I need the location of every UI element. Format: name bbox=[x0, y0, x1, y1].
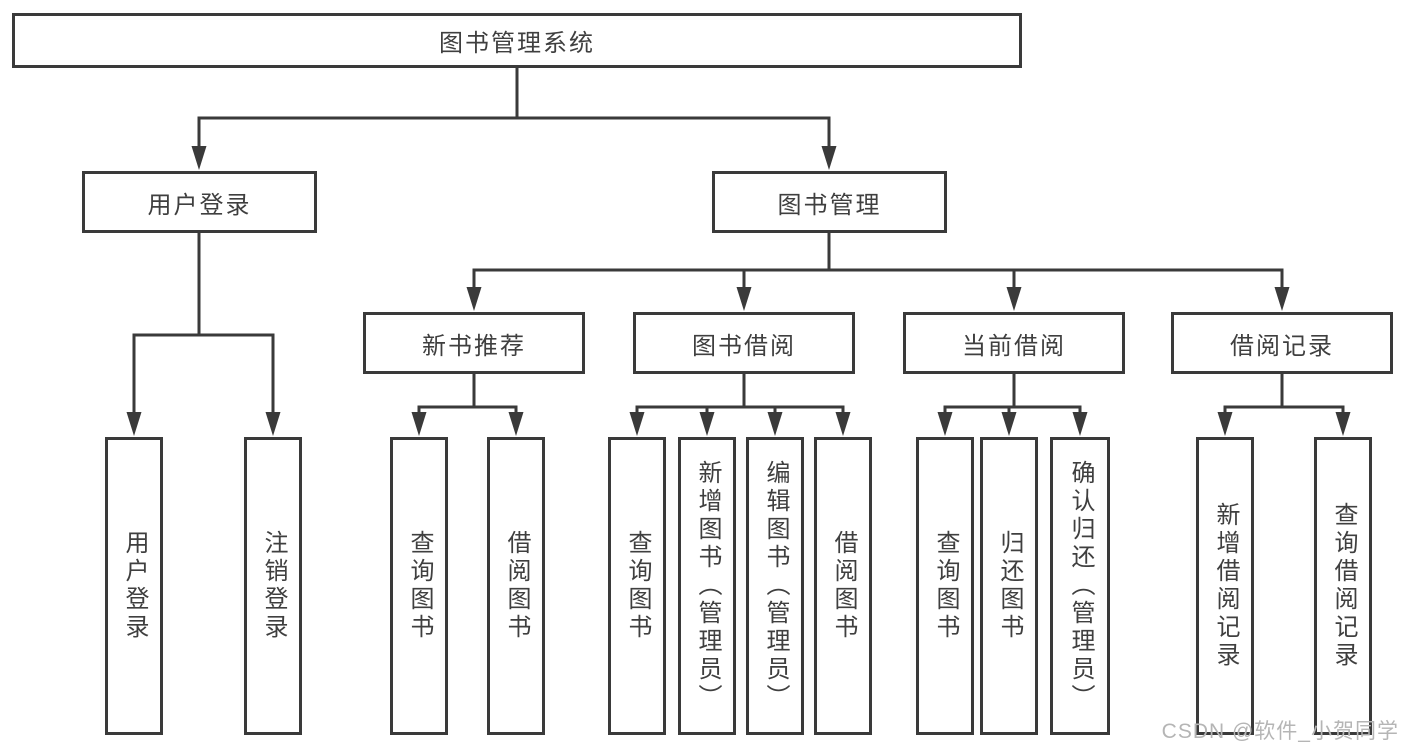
connector-group-borrow-records bbox=[1217, 372, 1351, 436]
connector-group-root bbox=[191, 66, 837, 170]
leaf-borrow-books-recommend-label: 借阅图书 bbox=[503, 530, 530, 642]
leaf-user-login-label: 用户登录 bbox=[121, 530, 148, 642]
leaf-confirm-return-admin: 确认归还（管理员） bbox=[1050, 437, 1110, 735]
leaf-add-borrow-record: 新增借阅记录 bbox=[1196, 437, 1254, 735]
leaf-borrow-books-label: 借阅图书 bbox=[830, 530, 857, 642]
leaf-edit-book-admin-label: 编辑图书（管理员） bbox=[762, 460, 789, 712]
leaf-add-book-admin: 新增图书（管理员） bbox=[678, 437, 736, 735]
node-new-book-recommend: 新书推荐 bbox=[363, 312, 585, 374]
node-book-borrow-label: 图书借阅 bbox=[692, 332, 796, 360]
leaf-add-book-admin-label: 新增图书（管理员） bbox=[694, 460, 721, 712]
node-library-system-label: 图书管理系统 bbox=[439, 30, 595, 57]
leaf-confirm-return-admin-label: 确认归还（管理员） bbox=[1067, 460, 1094, 712]
connector-group-book-management bbox=[466, 231, 1290, 311]
node-book-borrow: 图书借阅 bbox=[633, 312, 855, 374]
node-user-login: 用户登录 bbox=[82, 171, 317, 233]
node-current-borrow: 当前借阅 bbox=[903, 312, 1125, 374]
leaf-query-books-current-label: 查询图书 bbox=[932, 530, 959, 642]
leaf-query-borrow-record-label: 查询借阅记录 bbox=[1330, 502, 1357, 670]
connector-group-new-book-recommend bbox=[411, 372, 524, 436]
leaf-borrow-books-recommend: 借阅图书 bbox=[487, 437, 545, 735]
leaf-return-books: 归还图书 bbox=[980, 437, 1038, 735]
leaf-edit-book-admin: 编辑图书（管理员） bbox=[746, 437, 804, 735]
node-borrow-records: 借阅记录 bbox=[1171, 312, 1393, 374]
connector-group-user-login bbox=[126, 231, 281, 436]
leaf-query-books-current: 查询图书 bbox=[916, 437, 974, 735]
watermark: CSDN @软件_小贺同学 bbox=[1161, 720, 1399, 743]
leaf-query-borrow-record: 查询借阅记录 bbox=[1314, 437, 1372, 735]
node-user-login-label: 用户登录 bbox=[147, 191, 252, 219]
leaf-query-books-recommend-label: 查询图书 bbox=[406, 530, 433, 642]
node-new-book-recommend-label: 新书推荐 bbox=[422, 332, 526, 360]
leaf-query-books-recommend: 查询图书 bbox=[390, 437, 448, 735]
node-book-management: 图书管理 bbox=[712, 171, 947, 233]
connector-group-book-borrow bbox=[629, 372, 851, 436]
leaf-query-books-borrow-label: 查询图书 bbox=[624, 530, 651, 642]
leaf-add-borrow-record-label: 新增借阅记录 bbox=[1212, 502, 1239, 670]
leaf-logout-label: 注销登录 bbox=[260, 530, 287, 642]
leaf-logout: 注销登录 bbox=[244, 437, 302, 735]
node-book-management-label: 图书管理 bbox=[777, 191, 882, 219]
leaf-return-books-label: 归还图书 bbox=[996, 530, 1023, 642]
node-current-borrow-label: 当前借阅 bbox=[962, 332, 1066, 360]
connector-group-current-borrow bbox=[937, 372, 1088, 436]
leaf-borrow-books: 借阅图书 bbox=[814, 437, 872, 735]
node-library-system: 图书管理系统 bbox=[12, 13, 1022, 68]
leaf-user-login: 用户登录 bbox=[105, 437, 163, 735]
node-borrow-records-label: 借阅记录 bbox=[1230, 332, 1334, 360]
leaf-query-books-borrow: 查询图书 bbox=[608, 437, 666, 735]
